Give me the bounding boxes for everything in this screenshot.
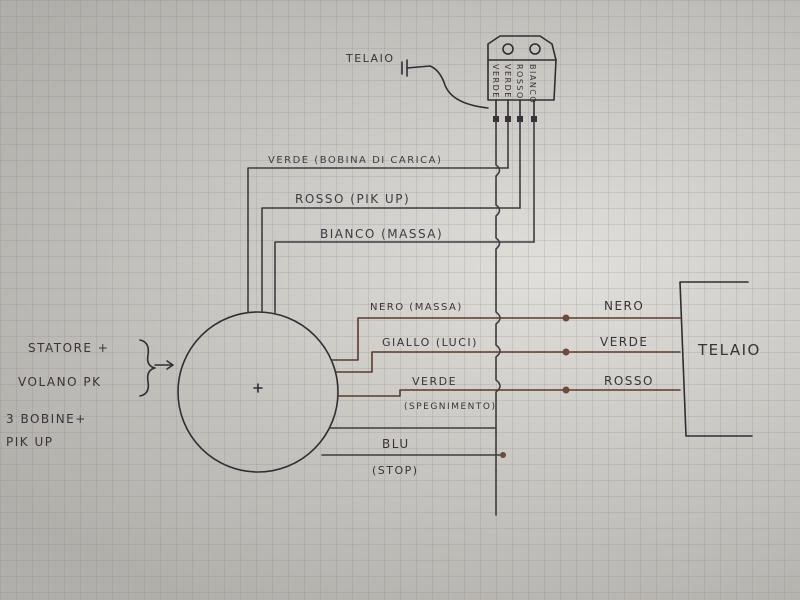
label-verde-bobina: VERDE (BOBINA DI CARICA) xyxy=(268,155,442,166)
junction-giallo xyxy=(562,348,570,356)
label-spegnimento: (SPEGNIMENTO) xyxy=(404,402,496,412)
stator-circle xyxy=(177,311,339,473)
label-stop: (STOP) xyxy=(372,464,419,477)
label-giallo-luci: GIALLO (LUCI) xyxy=(382,336,478,349)
label-verde: VERDE xyxy=(412,375,457,388)
label-nero-massa: NERO (MASSA) xyxy=(370,302,463,313)
cdi-pin-label-1: VERDE xyxy=(491,64,500,99)
cdi-pin-label-2: VERDE xyxy=(503,64,512,99)
junction-blu xyxy=(500,452,506,458)
trunk-wire xyxy=(495,121,501,471)
label-bobine: 3 BOBINE+ xyxy=(6,412,87,426)
ground-symbol xyxy=(401,59,489,109)
wire-nero-massa xyxy=(331,317,681,361)
label-blu: BLU xyxy=(382,437,410,451)
frame-label-nero: NERO xyxy=(604,299,644,313)
telaio-frame-label: TELAIO xyxy=(697,341,761,359)
wire-bianco-massa xyxy=(274,241,535,315)
cdi-pin-label-4: BIANCO xyxy=(528,64,537,104)
frame-label-rosso: ROSSO xyxy=(604,374,654,388)
label-bianco-massa: BIANCO (MASSA) xyxy=(320,227,443,241)
wire-giallo-luci xyxy=(335,351,681,373)
cdi-pins xyxy=(493,99,537,122)
label-statore: STATORE + xyxy=(28,341,109,355)
telaio-ground-label: TELAIO xyxy=(345,52,394,65)
junction-nero xyxy=(562,314,570,322)
frame-label-verde: VERDE xyxy=(600,335,648,349)
cdi-pin-label-3: ROSSO xyxy=(515,64,524,100)
telaio-frame-box xyxy=(679,281,753,437)
label-rosso-pikup: ROSSO (PIK UP) xyxy=(295,192,410,206)
label-pikup: PIK UP xyxy=(6,435,53,449)
wire-rosso-pikup xyxy=(261,207,521,313)
cdi-module xyxy=(487,35,557,101)
wire-verde-spegnimento xyxy=(337,389,681,397)
brace xyxy=(139,339,156,397)
junction-verde xyxy=(562,386,570,394)
wire-verde-bobina xyxy=(247,167,497,313)
label-volano: VOLANO PK xyxy=(18,375,101,389)
